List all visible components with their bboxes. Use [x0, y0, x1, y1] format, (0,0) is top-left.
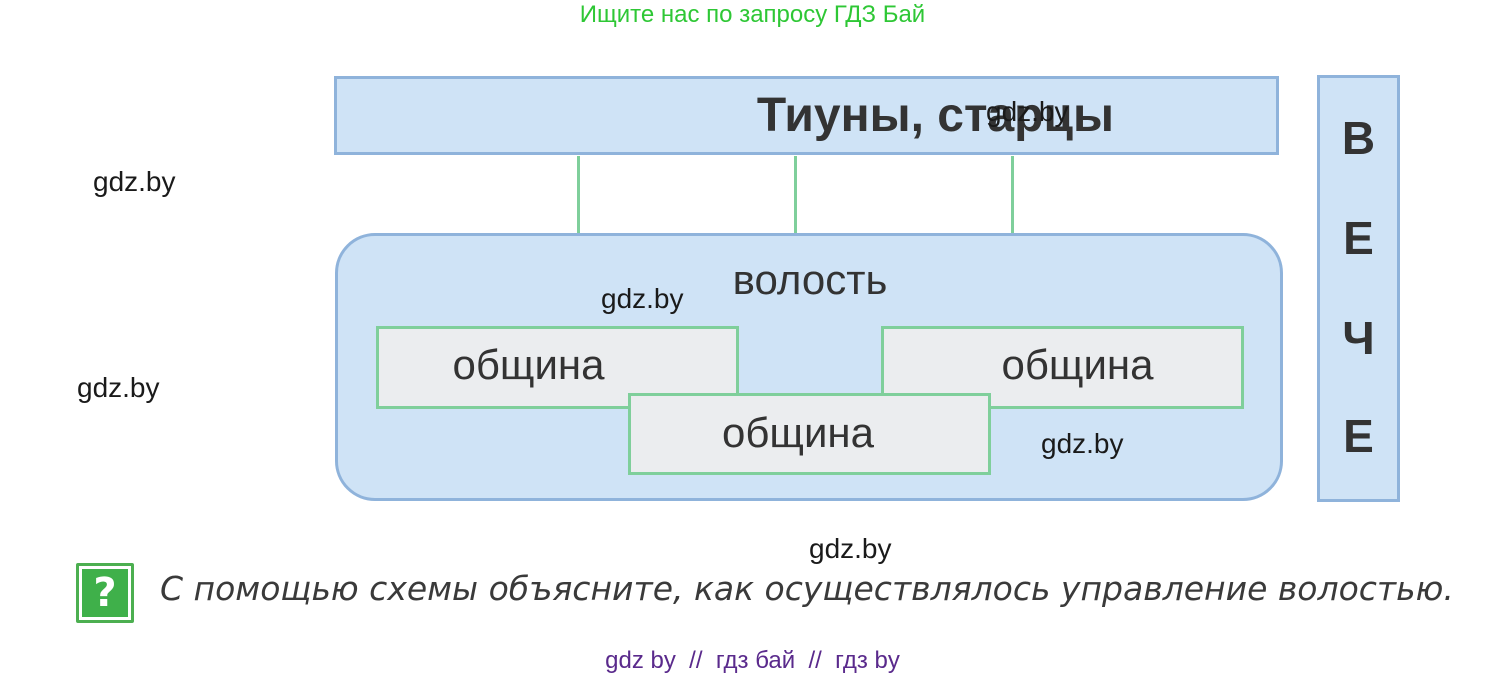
watermark-3: gdz.by: [601, 283, 684, 314]
connector-line-left: [577, 156, 580, 234]
veche-box: [1317, 75, 1400, 502]
watermark-4: gdz.by: [77, 372, 160, 403]
watermark-5: gdz.by: [1041, 428, 1124, 459]
question-icon: ?: [82, 569, 128, 617]
community-label-left: община: [452, 341, 605, 388]
watermark-6: gdz.by: [809, 533, 892, 564]
watermark-2: gdz.by: [93, 166, 176, 197]
veche-letter-1: В: [1341, 112, 1376, 164]
veche-letter-4: Е: [1343, 410, 1374, 462]
connector-line-center: [794, 156, 797, 234]
connector-line-right: [1011, 156, 1014, 234]
footer-links: gdz by // гдз бай // гдз by: [605, 647, 900, 674]
community-box-center: [628, 393, 991, 475]
community-label-right: община: [1001, 341, 1154, 388]
watermark-1: gdz.by: [986, 96, 1069, 127]
task-question-text: С помощью схемы объясните, как осуществл…: [160, 569, 1454, 608]
community-label-center: община: [722, 409, 874, 456]
veche-letter-2: Е: [1343, 212, 1374, 264]
officials-box: [334, 76, 1279, 155]
officials-label: Тиуны, старцы: [756, 89, 1114, 142]
top-banner: Ищите нас по запросу ГДЗ Бай: [579, 1, 926, 28]
veche-letter-3: Ч: [1342, 312, 1375, 364]
volost-label: волость: [732, 256, 888, 303]
